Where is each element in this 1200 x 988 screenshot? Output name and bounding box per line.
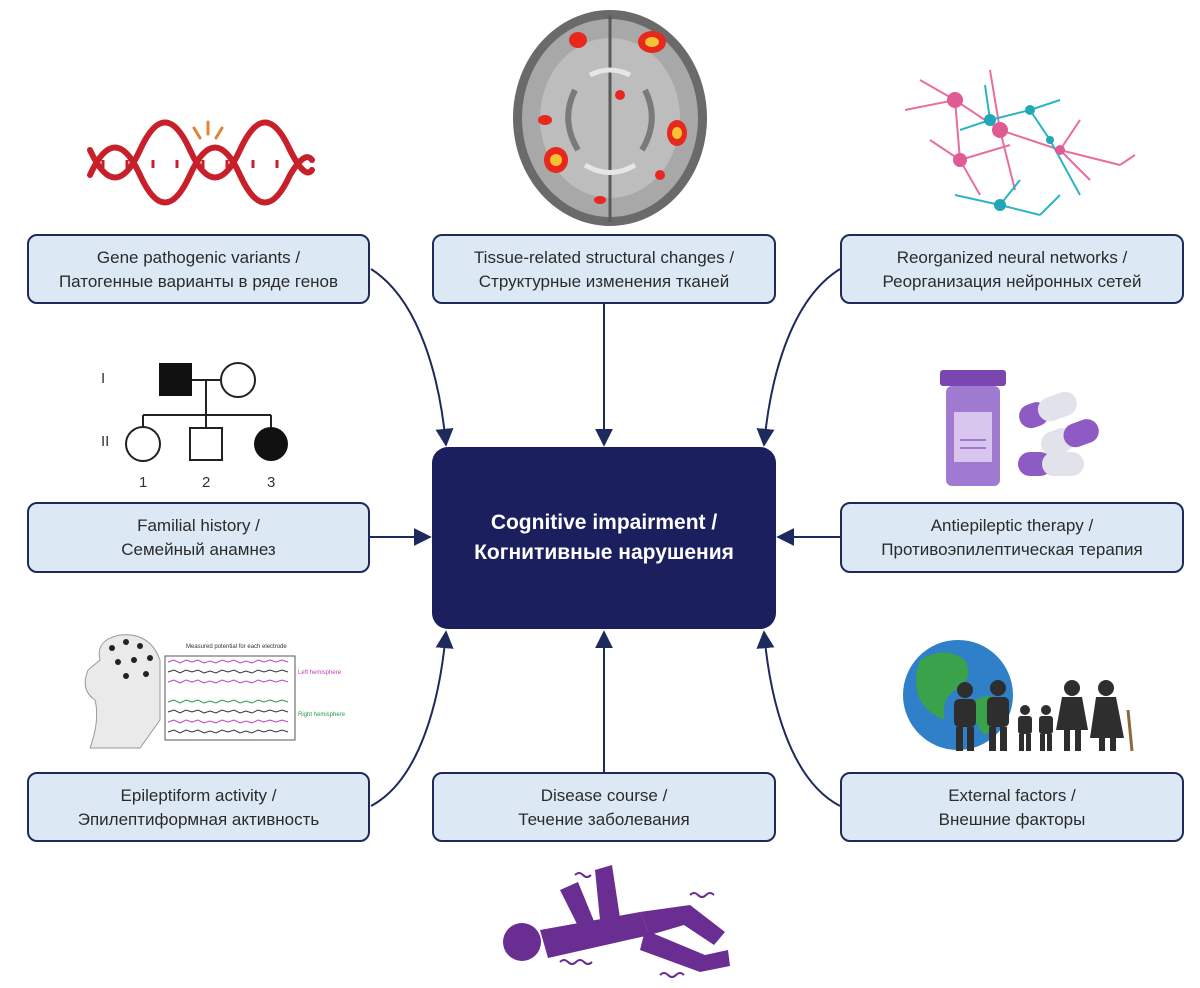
node-gene-variants: Gene pathogenic variants / Патогенные ва… <box>27 234 370 304</box>
node-label-en: External factors / <box>948 786 1076 805</box>
center-label-en: Cognitive impairment / <box>490 511 718 534</box>
node-familial-history: Familial history / Семейный анамнез <box>27 502 370 573</box>
node-label-en: Antiepileptic therapy / <box>930 516 1094 535</box>
node-external-factors: External factors / Внешние факторы <box>840 772 1184 842</box>
node-disease-course: Disease course / Течение заболевания <box>432 772 776 842</box>
node-label-ru: Внешние факторы <box>938 810 1086 829</box>
node-label-ru: Противоэпилептическая терапия <box>881 540 1143 559</box>
node-epileptiform-activity: Epileptiform activity / Эпилептиформная … <box>27 772 370 842</box>
generation-label: II <box>101 433 110 450</box>
node-label-en: Disease course / <box>540 786 668 805</box>
node-antiepileptic-therapy: Antiepileptic therapy / Противоэпилептич… <box>840 502 1184 573</box>
eeg-left-label: Left hemisphere <box>298 670 342 676</box>
center-label-ru: Когнитивные нарушения <box>474 541 734 564</box>
node-label-en: Familial history / <box>137 516 260 535</box>
node-label-en: Epileptiform activity / <box>120 786 277 805</box>
individual-number: 3 <box>267 474 276 491</box>
node-label-en: Gene pathogenic variants / <box>96 248 301 267</box>
arrow-neural <box>756 268 841 447</box>
individual-number: 2 <box>202 474 211 491</box>
eeg-title: Measured potential for each electrode <box>186 644 287 650</box>
generation-label: I <box>101 370 106 387</box>
arrow-gene <box>370 268 454 447</box>
node-label-en: Tissue-related structural changes / <box>473 248 735 267</box>
arrow-external <box>756 630 841 807</box>
node-tissue-changes: Tissue-related structural changes / Стру… <box>432 234 776 304</box>
eeg-right-label: Right hemisphere <box>298 712 346 718</box>
node-label-ru: Реорганизация нейронных сетей <box>882 272 1142 291</box>
node-label-ru: Семейный анамнез <box>121 540 276 559</box>
node-neural-networks: Reorganized neural networks / Реорганиза… <box>840 234 1184 304</box>
node-label-ru: Структурные изменения тканей <box>478 272 730 291</box>
node-label-ru: Патогенные варианты в ряде генов <box>58 272 339 291</box>
individual-number: 1 <box>139 474 148 491</box>
node-label-ru: Эпилептиформная активность <box>77 810 320 829</box>
node-cognitive-impairment: Cognitive impairment / Когнитивные наруш… <box>432 447 776 629</box>
node-label-ru: Течение заболевания <box>518 810 690 829</box>
node-label-en: Reorganized neural networks / <box>896 248 1128 267</box>
arrow-epileptiform <box>370 630 454 807</box>
